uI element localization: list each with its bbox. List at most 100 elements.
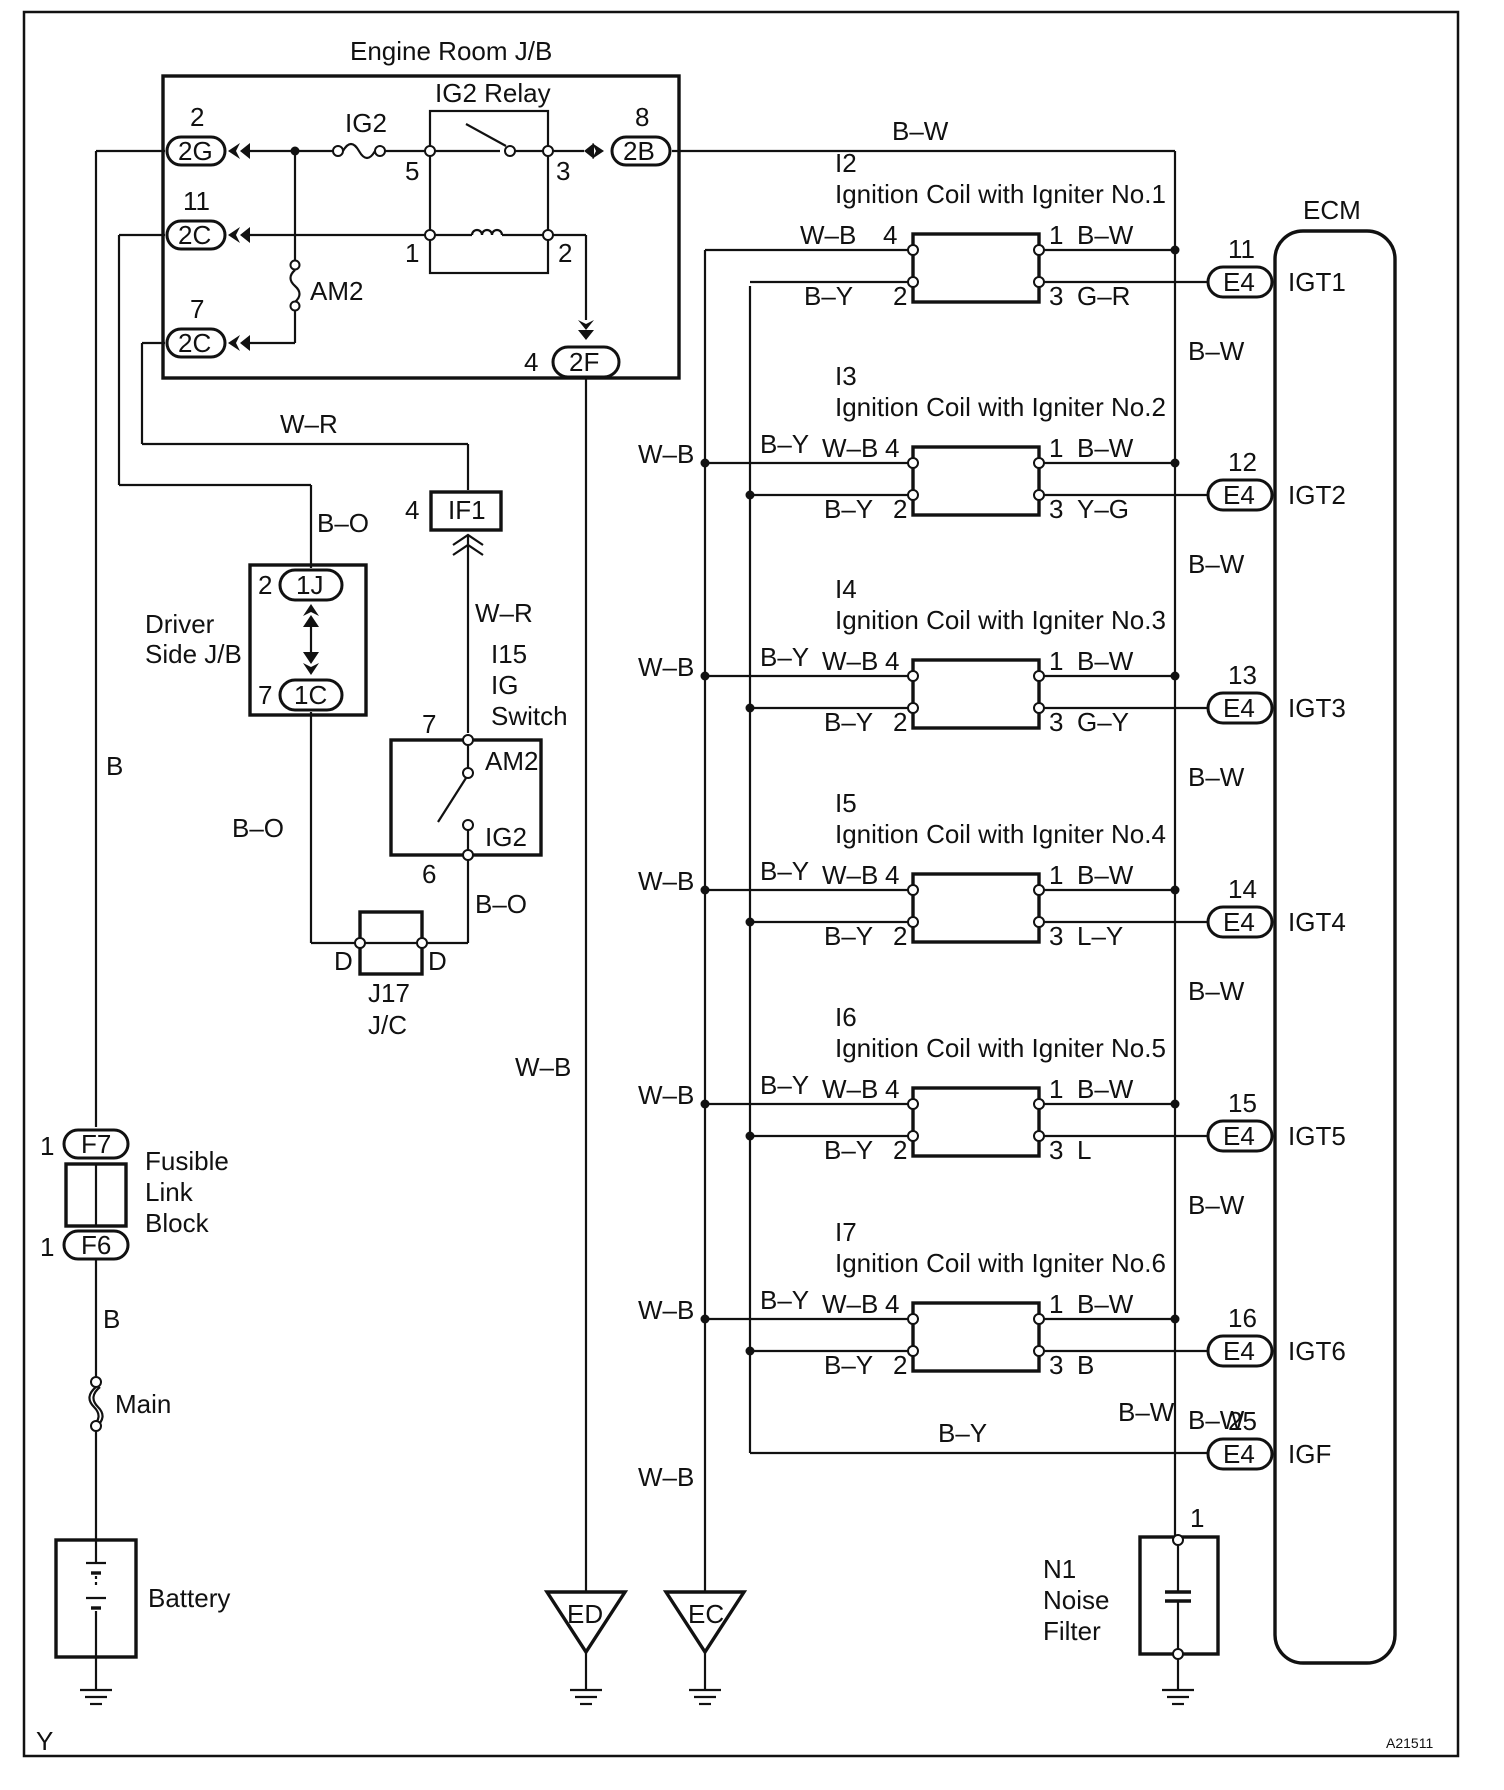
svg-text:E4: E4 [1223, 1439, 1255, 1469]
coil-1-id: I2 [835, 148, 857, 178]
svg-text:4: 4 [405, 495, 419, 525]
svg-text:B–W: B–W [1118, 1397, 1175, 1427]
svg-text:W–B: W–B [638, 1462, 694, 1492]
svg-text:Link: Link [145, 1177, 194, 1207]
svg-text:B–Y: B–Y [824, 1350, 873, 1380]
svg-text:D: D [428, 946, 447, 976]
svg-text:Side J/B: Side J/B [145, 639, 242, 669]
arrow-2f [578, 320, 594, 340]
coil-3-box [911, 658, 1041, 730]
svg-text:W–B: W–B [638, 1080, 694, 1110]
ig2-fuse-label: IG2 [345, 108, 387, 138]
svg-text:F6: F6 [81, 1230, 111, 1260]
svg-text:W–B: W–B [822, 646, 878, 676]
connector-2c-11 [165, 219, 227, 251]
coil-6-name: Ignition Coil with Igniter No.6 [835, 1248, 1166, 1278]
svg-text:B–W: B–W [1077, 220, 1134, 250]
svg-text:Y–G: Y–G [1077, 494, 1129, 524]
connector-2c-7 [165, 327, 227, 359]
relay-switch-icon [465, 123, 507, 147]
ground-ec-icon [662, 1590, 748, 1656]
svg-text:3: 3 [1049, 494, 1063, 524]
svg-text:2: 2 [558, 238, 572, 268]
svg-text:W–B: W–B [822, 860, 878, 890]
coil-1-connector-e4 [1206, 265, 1274, 299]
svg-text:3: 3 [1049, 281, 1063, 311]
relay-coil-icon [470, 228, 504, 236]
svg-text:2: 2 [258, 570, 272, 600]
coil-4-name: Ignition Coil with Igniter No.4 [835, 819, 1166, 849]
svg-text:N1: N1 [1043, 1554, 1076, 1584]
svg-text:Filter: Filter [1043, 1616, 1101, 1646]
svg-text:B–W: B–W [1188, 549, 1245, 579]
svg-text:E4: E4 [1223, 1121, 1255, 1151]
svg-text:1: 1 [1049, 220, 1063, 250]
svg-text:4: 4 [885, 433, 899, 463]
svg-text:B–Y: B–Y [760, 1285, 809, 1315]
svg-text:2: 2 [893, 921, 907, 951]
connector-2g-label: 2G [178, 136, 213, 166]
svg-text:7: 7 [190, 294, 204, 324]
junction-node [700, 885, 710, 895]
svg-text:B–Y: B–Y [824, 921, 873, 951]
svg-text:B–O: B–O [317, 508, 369, 538]
connector-e4-igf [1206, 1437, 1274, 1471]
svg-text:2C: 2C [178, 328, 211, 358]
coil-5-id: I6 [835, 1002, 857, 1032]
ground-ed-icon [543, 1590, 629, 1656]
svg-text:B–Y: B–Y [760, 429, 809, 459]
svg-text:3: 3 [1049, 1350, 1063, 1380]
svg-text:B–W: B–W [1188, 336, 1245, 366]
svg-text:G–Y: G–Y [1077, 707, 1129, 737]
coil-6-id: I7 [835, 1217, 857, 1247]
svg-text:B–W: B–W [1077, 1289, 1134, 1319]
svg-text:3: 3 [556, 156, 570, 186]
coil-3-name: Ignition Coil with Igniter No.3 [835, 605, 1166, 635]
svg-text:1J: 1J [296, 570, 323, 600]
svg-text:11: 11 [183, 186, 210, 216]
svg-text:3: 3 [1049, 921, 1063, 951]
svg-text:4: 4 [885, 646, 899, 676]
svg-text:EC: EC [688, 1599, 724, 1629]
svg-text:G–R: G–R [1077, 281, 1130, 311]
coil-5-signal-label: IGT5 [1288, 1121, 1346, 1151]
driver-side-jb-box [248, 563, 368, 717]
svg-text:B–O: B–O [232, 813, 284, 843]
svg-text:W–B: W–B [515, 1052, 571, 1082]
svg-text:B–W: B–W [1077, 433, 1134, 463]
svg-text:B–Y: B–Y [804, 281, 853, 311]
connector-2b-pin: 8 [635, 102, 649, 132]
connector-2b-label: 2B [623, 136, 655, 166]
svg-text:B: B [1077, 1350, 1094, 1380]
svg-text:D: D [334, 946, 353, 976]
svg-text:2C: 2C [178, 220, 211, 250]
svg-text:25: 25 [1228, 1406, 1257, 1436]
coil-6-connector-e4 [1206, 1334, 1274, 1368]
svg-text:Block: Block [145, 1208, 210, 1238]
svg-text:IGF: IGF [1288, 1439, 1331, 1469]
svg-text:B–W: B–W [1188, 1405, 1245, 1435]
coil-2-signal-label: IGT2 [1288, 480, 1346, 510]
ecm-box [1273, 229, 1397, 1665]
junction-node [700, 458, 710, 468]
ground-icon [80, 1688, 112, 1706]
connector-2g-pin: 2 [190, 102, 204, 132]
svg-text:IG2: IG2 [485, 822, 527, 852]
ground-icon [689, 1688, 721, 1706]
engine-room-jb: Engine Room J/B IG2 Relay 2G 2 IG2 5 3 2… [96, 36, 1175, 380]
svg-text:L–Y: L–Y [1077, 921, 1123, 951]
svg-text:B–Y: B–Y [760, 856, 809, 886]
svg-text:B–O: B–O [475, 889, 527, 919]
svg-text:E4: E4 [1223, 1336, 1255, 1366]
coil-5-name: Ignition Coil with Igniter No.5 [835, 1033, 1166, 1063]
diagram-frame [22, 10, 1460, 1758]
svg-text:3: 3 [1049, 707, 1063, 737]
svg-text:4: 4 [885, 860, 899, 890]
coil-6-box [911, 1301, 1041, 1373]
coil-6-ecm-pin: 16 [1228, 1303, 1257, 1333]
svg-text:Switch: Switch [491, 701, 568, 731]
connector-2b [610, 135, 672, 167]
ig2-fuse-icon [342, 142, 376, 160]
svg-text:B–W: B–W [1077, 1074, 1134, 1104]
